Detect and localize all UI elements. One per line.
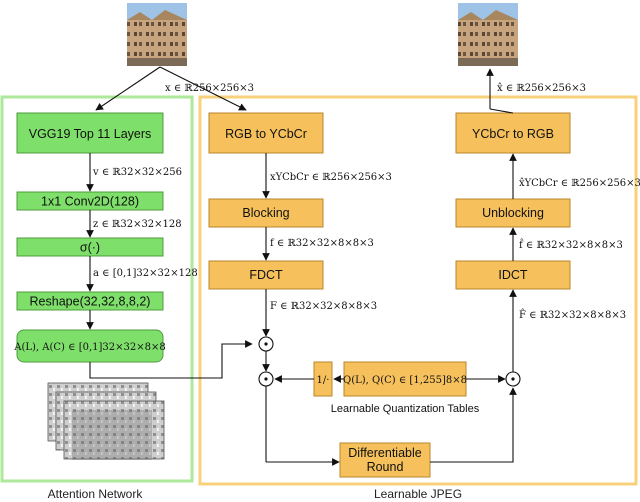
learnable-jpeg-frame	[198, 95, 638, 486]
vgg-box	[16, 112, 164, 154]
v-label: v ∈ ℝ32×32×256	[92, 167, 182, 178]
attention-map-thumbnails	[47, 382, 165, 460]
differentiable-round-box	[339, 442, 431, 478]
ycbcr-to-rgb-box	[455, 112, 571, 154]
output-image	[458, 3, 518, 66]
idct-label: IDCT	[498, 268, 528, 282]
reshape-label: Reshape(32,32,8,8,2)	[30, 295, 151, 309]
ycbcr-to-rgb-label: YCbCr to RGB	[472, 127, 554, 141]
input-label: x ∈ ℝ256×256×3	[165, 83, 254, 94]
output-label: x̂ ∈ ℝ256×256×3	[497, 83, 586, 94]
xhat-ycbcr-label: x̂YCbCr ∈ ℝ256×256×3	[519, 178, 640, 189]
unblocking-label: Unblocking	[482, 206, 544, 220]
F-label: F ∈ ℝ32×32×8×8×3	[270, 301, 377, 312]
sigma-label: σ(·)	[80, 241, 100, 255]
input-image	[127, 3, 187, 66]
a-label: a ∈ [0,1]32×32×128	[93, 268, 198, 279]
attention-network-frame	[0, 95, 194, 483]
f-label: f ∈ ℝ32×32×8×8×3	[270, 238, 374, 249]
reciprocal-label: 1/·	[317, 375, 330, 386]
attention-network-caption: Attention Network	[48, 487, 144, 501]
fdct-label: FDCT	[249, 268, 283, 282]
attention-maps-label: A(L), A(C) ∈ [0,1]32×32×8×8	[13, 342, 165, 353]
vgg-label: VGG19 Top 11 Layers	[29, 127, 152, 141]
blocking-label: Blocking	[242, 206, 289, 220]
conv-label: 1x1 Conv2D(128)	[41, 195, 139, 209]
quantization-tables-caption: Learnable Quantization Tables	[331, 403, 480, 415]
differentiable-round-label-2: Round	[367, 460, 404, 474]
Fhat-label: F̂ ∈ ℝ32×32×8×8×3	[519, 309, 626, 321]
z-label: z ∈ ℝ32×32×128	[93, 219, 182, 230]
x-ycbcr-label: xYCbCr ∈ ℝ256×256×3	[270, 172, 392, 183]
fhat-label: f̂ ∈ ℝ32×32×8×8×3	[519, 239, 623, 251]
rgb-to-ycbcr-box	[208, 112, 324, 154]
idct-box	[455, 260, 571, 290]
rgb-to-ycbcr-label: RGB to YCbCr	[225, 127, 307, 141]
learnable-jpeg-caption: Learnable JPEG	[374, 487, 462, 501]
blocking-box	[208, 198, 324, 228]
quantization-tables-label: Q(L), Q(C) ∈ [1,255]8×8	[343, 375, 467, 386]
differentiable-round-label-1: Differentiable	[348, 446, 421, 460]
quantization-tables-box	[343, 361, 467, 397]
